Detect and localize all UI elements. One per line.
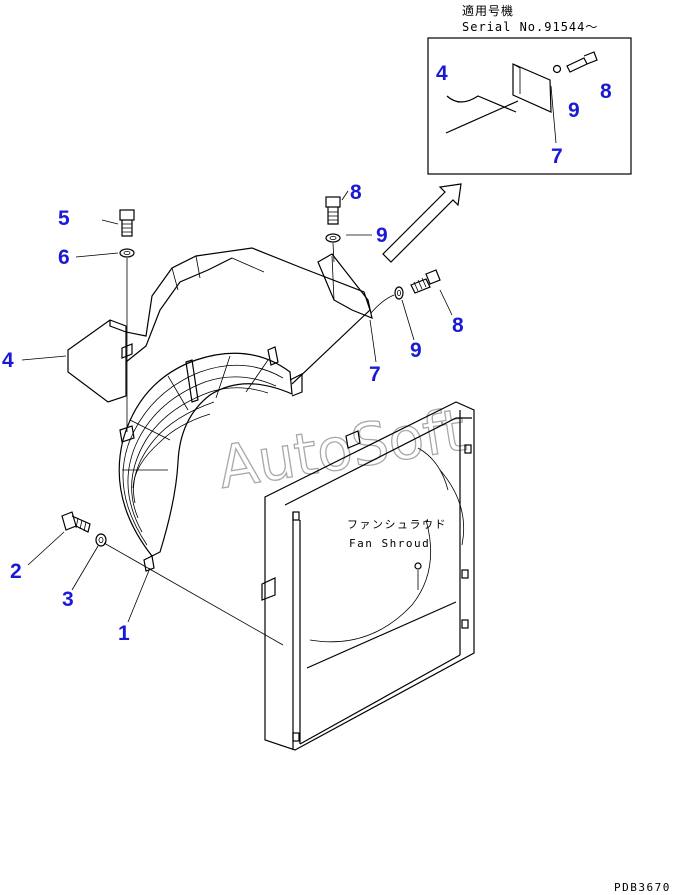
shroud-hole-2: [292, 732, 300, 742]
callout-8-right: 8: [452, 314, 464, 337]
guard-ring-1: [122, 364, 284, 546]
leader-8-right: [439, 289, 453, 316]
inset-washer: [552, 64, 562, 74]
callout-4: 4: [2, 349, 14, 372]
guard-strut-2: [267, 346, 279, 366]
shroud-hole-4: [461, 619, 469, 629]
leader-4: [21, 355, 67, 361]
washer-9-upper: [325, 233, 341, 243]
leader-9-right: [401, 299, 415, 341]
watermark-text: AutoSoft: [214, 396, 471, 502]
bracket: [317, 253, 373, 319]
shroud-outline: [264, 401, 475, 751]
cover-fold: [109, 320, 127, 333]
fan-shroud-label-jp: ファンシュラウド: [347, 518, 447, 531]
fan-guard: [118, 346, 303, 572]
shroud-tab: [261, 577, 276, 601]
cover-inner-edge: [125, 257, 233, 363]
inset-title-jp: 適用号機: [462, 3, 514, 18]
inset-bracket-fold: [512, 63, 521, 94]
leader-2: [27, 531, 65, 566]
axis-line-2: [103, 542, 284, 646]
cover-ribs: [171, 255, 265, 291]
inset-callout-9: 9: [568, 99, 580, 122]
shroud-bottom-edge: [299, 654, 461, 745]
bolt-2: [61, 511, 91, 533]
leader-6: [75, 252, 119, 258]
shroud-top-edge: [284, 417, 472, 506]
fan-shroud-label-en: Fan Shroud: [349, 537, 430, 550]
washer-3: [95, 533, 107, 547]
shroud-opening-right: [439, 469, 465, 546]
shroud-nut: [414, 562, 422, 570]
guard-spokes: [122, 355, 269, 471]
inset-arrow: [382, 183, 462, 263]
bolt-8-right: [410, 269, 441, 294]
callout-9-upper: 9: [376, 224, 388, 247]
shroud-opening-top: [417, 447, 449, 491]
guard-ring-3: [131, 387, 269, 519]
callout-3: 3: [62, 588, 74, 611]
inset-title-en: Serial No.91544〜: [462, 20, 598, 34]
callout-1: 1: [118, 622, 130, 645]
bracket-fold: [331, 255, 335, 301]
inset-frame: [427, 37, 632, 175]
guard-clip: [119, 425, 135, 443]
callout-5: 5: [58, 207, 70, 230]
callout-9-right: 9: [410, 339, 422, 362]
guard-ring-5: [132, 413, 211, 489]
cover-flap: [67, 319, 127, 403]
leader-8-upper: [341, 190, 349, 201]
inset-callout-7: 7: [551, 145, 563, 168]
washer-9-right: [394, 286, 404, 300]
cover-plate: [67, 247, 371, 403]
inset-cover-line: [445, 100, 519, 134]
guard-mount-bottom: [143, 555, 155, 572]
shroud-lower-line: [306, 601, 457, 669]
leader-5: [101, 219, 119, 225]
fan-shroud-assembly: ファンシュラウド Fan Shroud: [261, 401, 475, 751]
shroud-hole-1: [292, 511, 300, 521]
shroud-top-tab: [345, 430, 361, 449]
guard-mount-right: [289, 373, 303, 397]
leader-7: [369, 319, 377, 363]
cover-top-edge: [125, 247, 371, 385]
callout-8-upper: 8: [350, 181, 362, 204]
inset-leader-7: [550, 85, 557, 144]
inset-bracket: [512, 63, 552, 113]
cover-tab: [121, 343, 133, 359]
leader-3: [71, 545, 99, 591]
inset-bolt: [566, 51, 598, 73]
guard-ring-4: [133, 401, 215, 504]
leader-1: [127, 567, 151, 623]
callout-7: 7: [369, 363, 381, 386]
inset-detail: 適用号機 Serial No.91544〜 4 7 8 9: [427, 3, 632, 175]
guard-strut-1: [185, 359, 199, 403]
guard-ring-2: [127, 376, 277, 533]
inset-callout-4: 4: [436, 62, 448, 85]
callout-2: 2: [10, 560, 22, 583]
drawing-code: PDB3670: [614, 881, 671, 894]
shroud-fan-opening: [309, 519, 432, 643]
bracket-body: [317, 253, 373, 319]
bolt-8-upper: [325, 196, 341, 225]
inset-cover-edge: [446, 95, 517, 113]
axis-line-9: [370, 294, 395, 314]
washer-6: [119, 248, 135, 258]
shroud-hole-5: [464, 444, 472, 454]
shroud-hole-3: [461, 569, 469, 579]
inset-callout-8: 8: [600, 80, 612, 103]
axis-line-8: [332, 242, 335, 263]
bolt-5: [119, 209, 135, 237]
callout-6: 6: [58, 246, 70, 269]
